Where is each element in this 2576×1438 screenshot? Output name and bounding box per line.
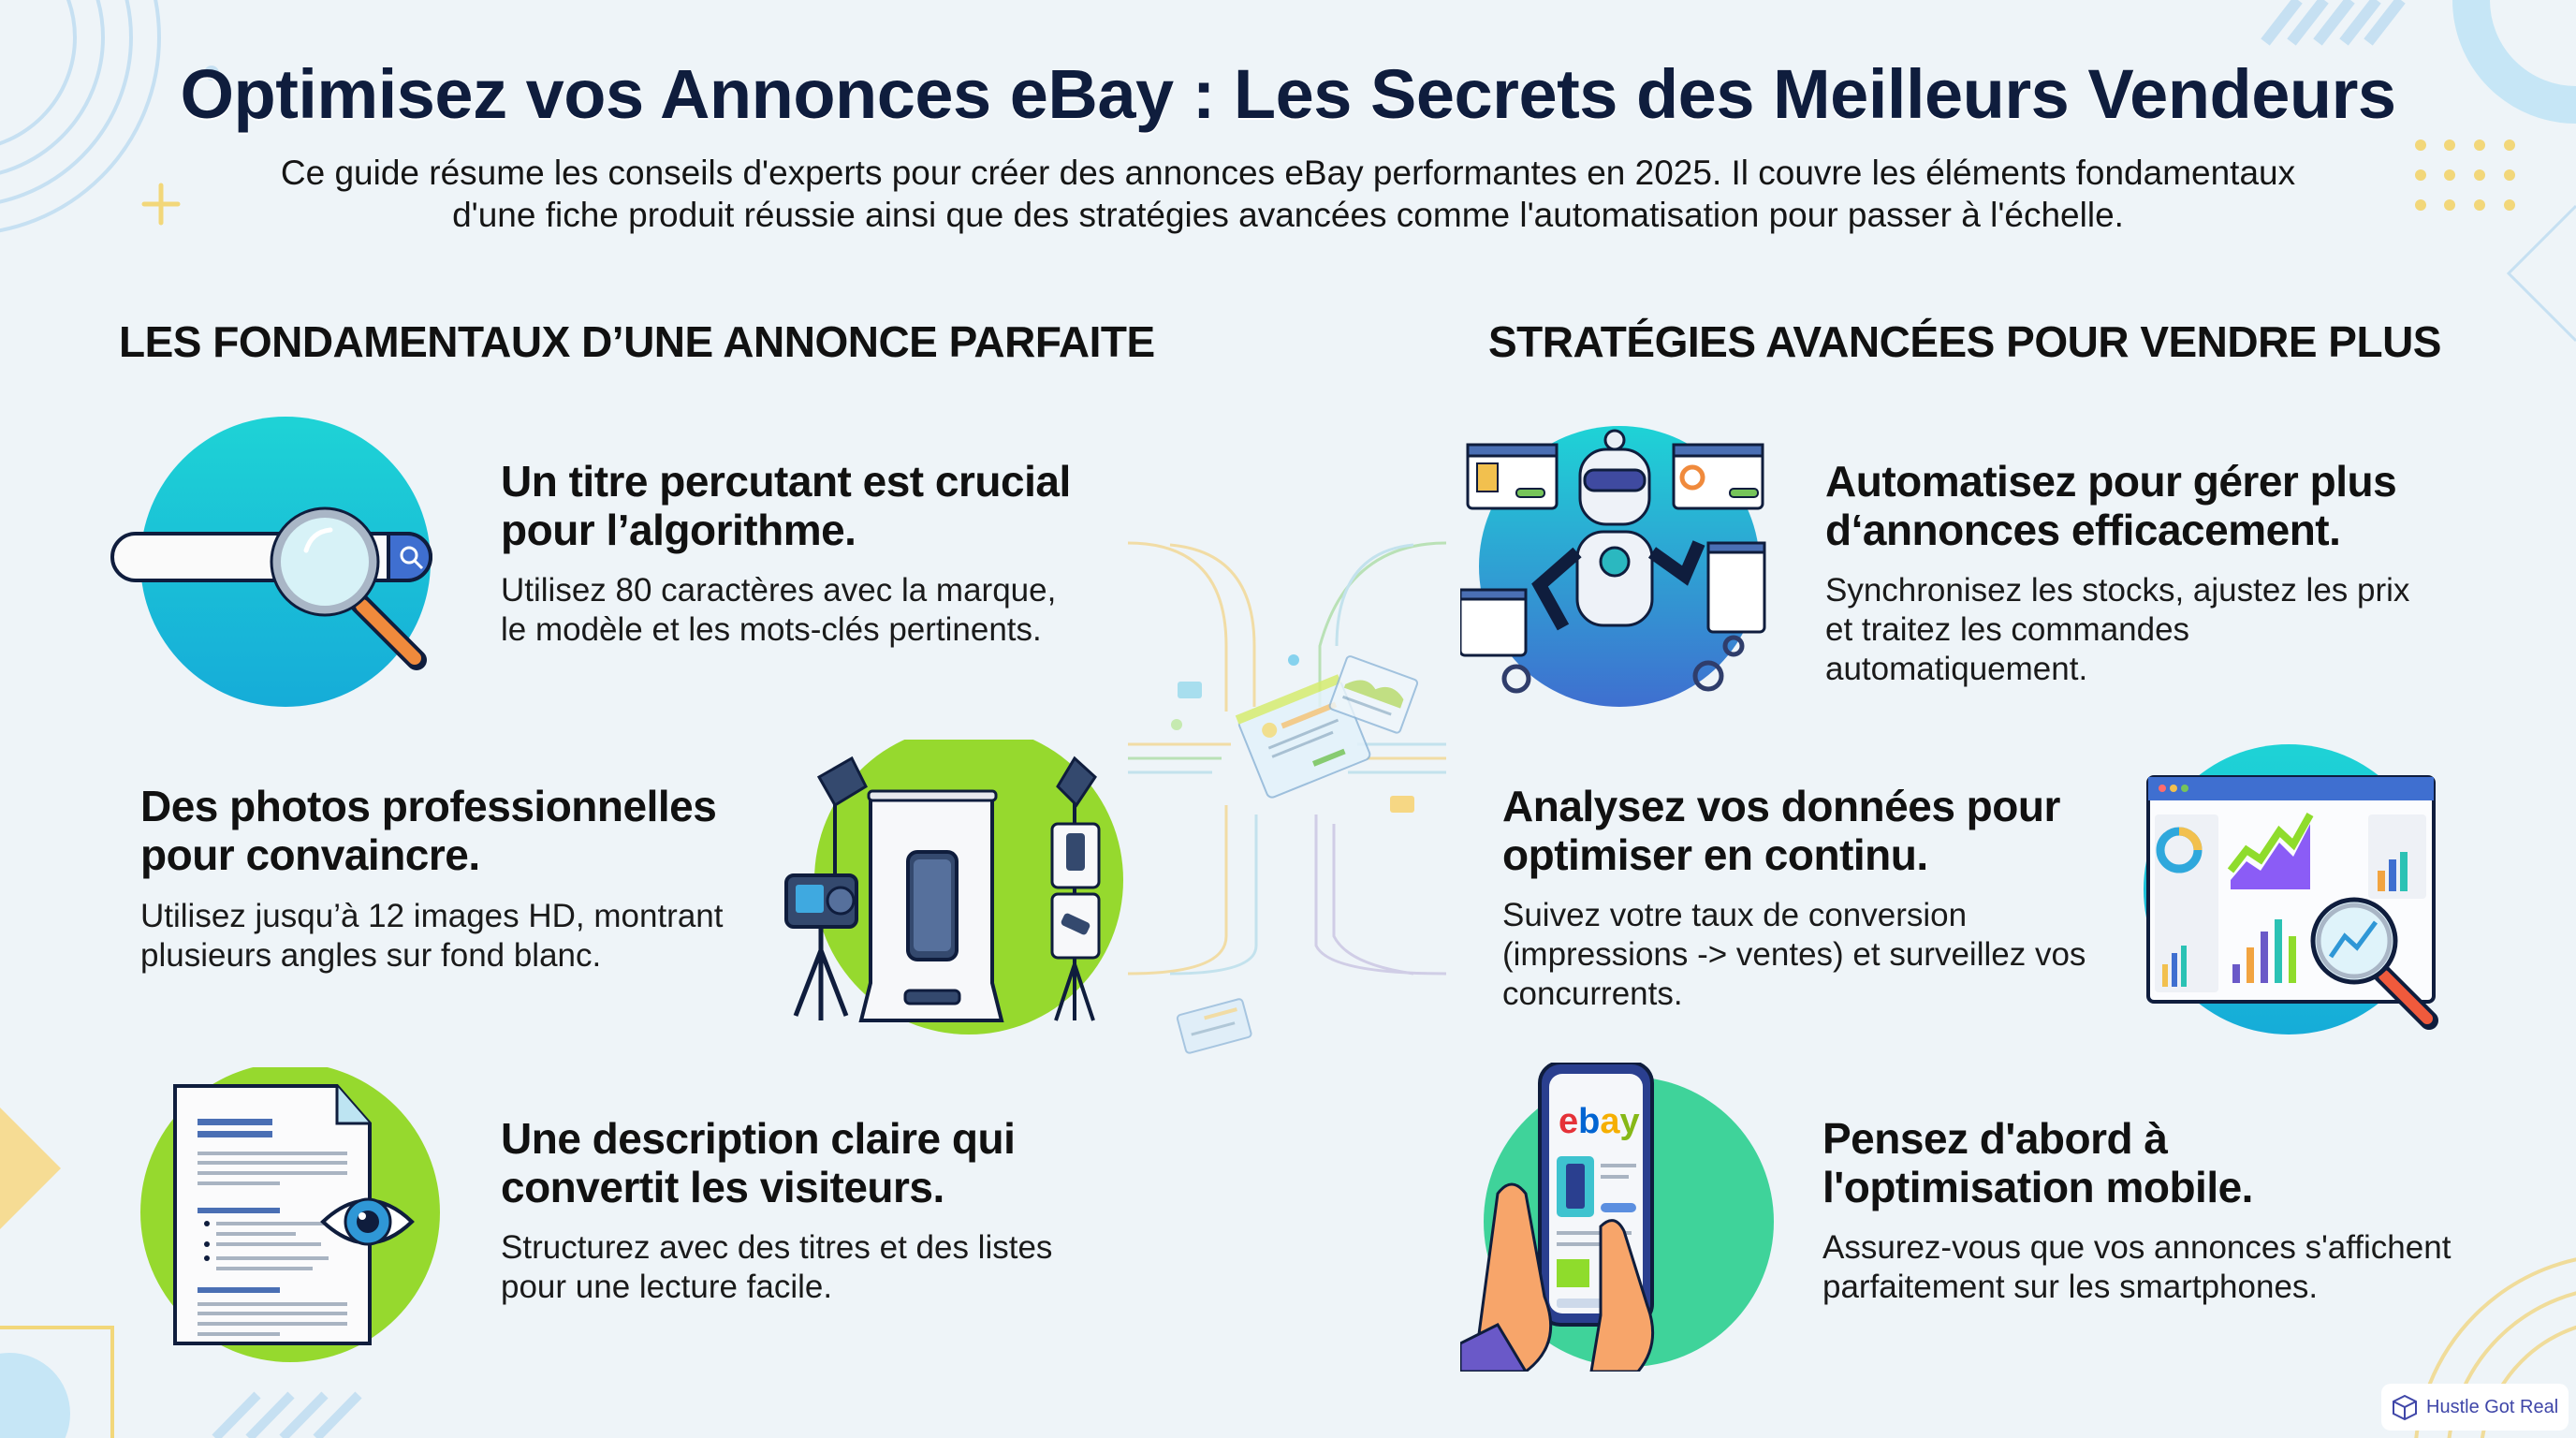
ebay-logo: ebay [1559, 1102, 1640, 1141]
robot-automation-icon [1460, 426, 1766, 707]
right-section-heading: STRATÉGIES AVANCÉES POUR VENDRE PLUS [1488, 317, 2442, 366]
photo-studio-camera-icon [784, 740, 1123, 1034]
card-title: Analysez vos données pour optimiser en c… [1502, 782, 2060, 879]
document-eye-icon [140, 1067, 440, 1362]
subtitle-line-1: Ce guide résume les conseils d'experts p… [280, 154, 2296, 192]
card-body: Assurez-vous que vos annonces s'affichen… [1822, 1229, 2452, 1305]
watermark-label: Hustle Got Real [2426, 1396, 2559, 1417]
smartphone-ebay-icon: ebay [1460, 1063, 1774, 1372]
page-subtitle: Ce guide résume les conseils d'experts p… [0, 152, 2576, 236]
card-title: Automatisez pour gérer plus d‘annonces e… [1825, 457, 2397, 554]
watermark-badge: Hustle Got Real [2381, 1384, 2569, 1431]
card-body: Utilisez 80 caractères avec la marque, l… [501, 572, 1057, 648]
cube-icon [2393, 1394, 2417, 1421]
card-title: Pensez d'abord à l'optimisation mobile. [1822, 1114, 2253, 1211]
card-title: Un titre percutant est crucial pour l’al… [501, 457, 1071, 554]
card-body: Synchronisez les stocks, ajustez les pri… [1825, 572, 2410, 687]
search-bar-magnifier-icon [110, 417, 432, 707]
card-body: Utilisez jusqu’à 12 images HD, montrant … [140, 898, 724, 974]
card-body: Structurez avec des titres et des listes… [501, 1229, 1053, 1305]
subtitle-line-2: d'une fiche produit réussie ainsi que de… [452, 196, 2124, 234]
page-title: Optimisez vos Annonces eBay : Les Secret… [180, 55, 2396, 133]
card-title: Une description claire qui convertit les… [501, 1114, 1016, 1211]
analytics-dashboard-icon [2144, 744, 2438, 1034]
left-section-heading: LES FONDAMENTAUX D’UNE ANNONCE PARFAITE [119, 317, 1155, 366]
card-body: Suivez votre taux de conversion (impress… [1502, 897, 2086, 1012]
card-title: Des photos professionnelles pour convain… [140, 782, 717, 879]
